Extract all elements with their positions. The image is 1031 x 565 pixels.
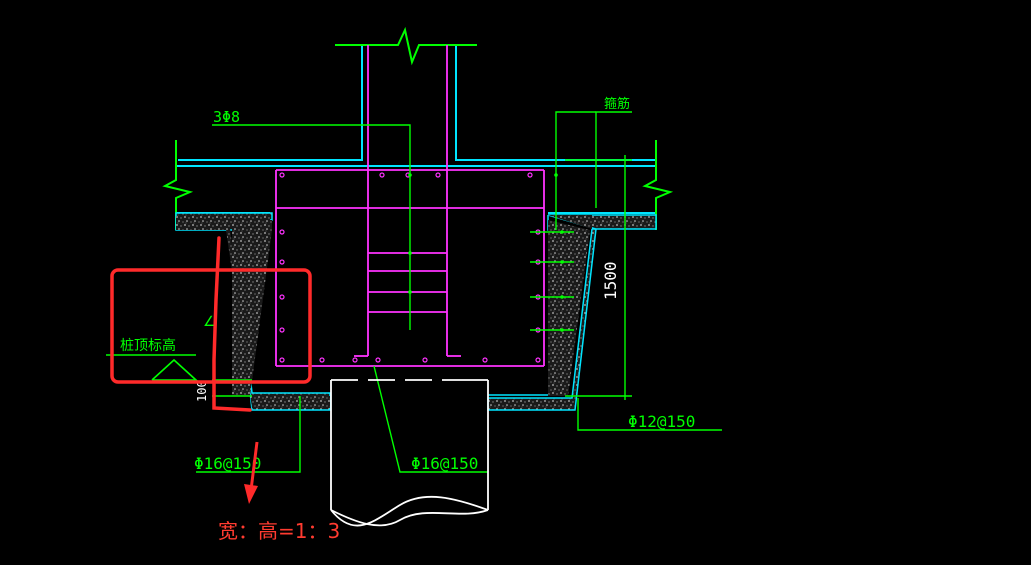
label-pile-top-elevation: 桩顶标高 (120, 337, 176, 354)
highlight-box (110, 268, 312, 384)
elevation-triangle-symbol (151, 358, 199, 381)
dimension-ticks (408, 173, 564, 332)
ratio-annotation: 宽：高=1：3 (218, 519, 340, 543)
column-break-line (335, 26, 477, 66)
label-stirrup: 箍筋 (604, 96, 630, 112)
column-outline (178, 45, 656, 161)
break-line-left (162, 140, 194, 230)
red-arrow-head-icon (244, 484, 258, 504)
slab-outline (176, 165, 656, 214)
break-line-right (642, 140, 674, 230)
dim-1500: 1500 (601, 261, 620, 300)
label-rebar-left-bottom: Φ16@150 (194, 454, 261, 473)
red-annotation: 宽：高=1：3 (110, 236, 340, 543)
pile-cap-concrete (175, 212, 657, 411)
dimension-lines (106, 111, 722, 473)
label-rebar-right: Φ12@150 (628, 412, 695, 431)
label-top-bar: 3Φ8 (213, 108, 240, 126)
pile-outline (330, 379, 489, 527)
label-rebar-center-bottom: Φ16@150 (411, 454, 478, 473)
red-marker-stroke (212, 236, 252, 412)
dim-100: 100 (195, 380, 209, 402)
partial-text-bottom: ... (484, 558, 495, 565)
red-arrow-shaft (249, 441, 259, 491)
slope-mark-icon: ∠ (203, 314, 216, 330)
